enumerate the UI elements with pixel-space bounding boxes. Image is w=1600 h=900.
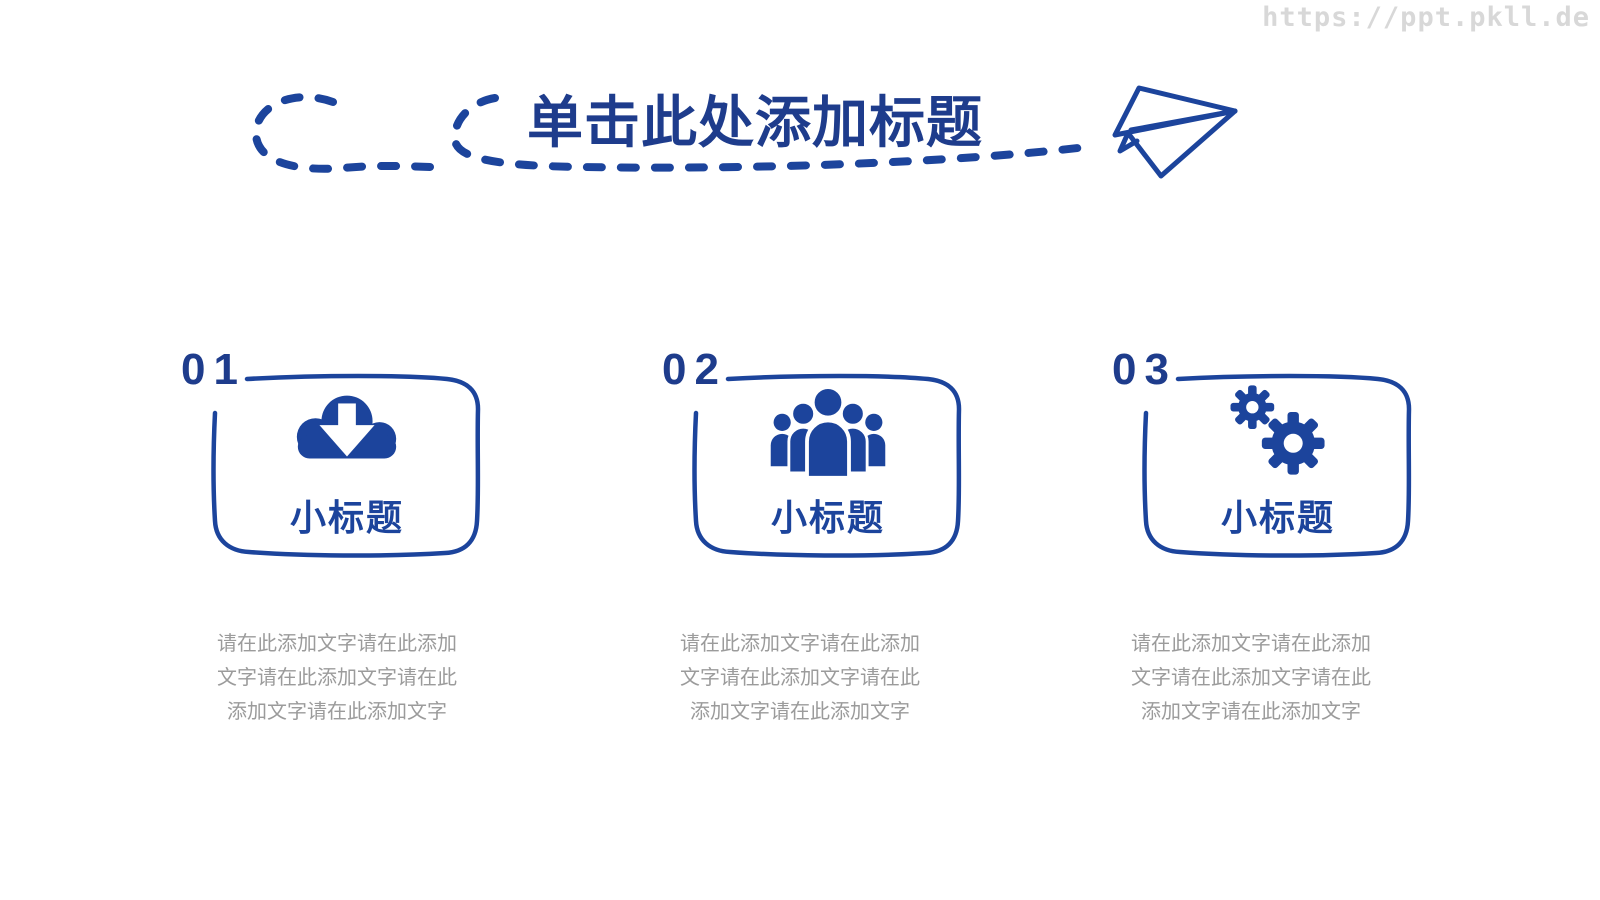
- body-line: 请在此添加文字请在此添加: [1131, 633, 1371, 655]
- card-body-text: 请在此添加文字请在此添加 文字请在此添加文字请在此 添加文字请在此添加文字: [172, 627, 502, 729]
- watermark: https://ppt.pkll.de: [1262, 2, 1590, 33]
- body-line: 添加文字请在此添加文字: [1141, 701, 1361, 723]
- card-03: 03: [1112, 345, 1418, 561]
- body-line: 请在此添加文字请在此添加: [680, 633, 920, 655]
- card-subtitle: 小标题: [770, 497, 885, 538]
- card-body-text: 请在此添加文字请在此添加 文字请在此添加文字请在此 添加文字请在此添加文字: [1086, 627, 1416, 729]
- body-line: 文字请在此添加文字请在此: [217, 667, 457, 689]
- cloud-download-icon: [207, 383, 487, 477]
- body-line: 添加文字请在此添加文字: [227, 701, 447, 723]
- card-frame: [692, 373, 962, 558]
- card-number: 01: [181, 345, 246, 394]
- dashed-swirl-decoration: [251, 93, 1082, 173]
- body-line: 添加文字请在此添加文字: [690, 701, 910, 723]
- card-frame: [211, 373, 481, 558]
- team-icon: [688, 383, 968, 479]
- card-subtitle: 小标题: [289, 497, 404, 538]
- paper-plane-icon: [1112, 85, 1238, 179]
- body-line: 请在此添加文字请在此添加: [217, 633, 457, 655]
- dashed-loop: [251, 93, 435, 173]
- card-number: 03: [1112, 345, 1177, 394]
- card-number: 02: [662, 345, 727, 394]
- dashed-swoosh: [450, 94, 1082, 172]
- body-line: 文字请在此添加文字请在此: [680, 667, 920, 689]
- card-02: 02: [662, 345, 968, 561]
- card-subtitle: 小标题: [1220, 497, 1335, 538]
- card-frame: [1142, 373, 1412, 558]
- body-line: 文字请在此添加文字请在此: [1131, 667, 1371, 689]
- card-01: 01 小标题: [181, 345, 487, 561]
- page-title: 单击此处添加标题: [527, 91, 983, 154]
- gears-icon: [1138, 383, 1418, 477]
- card-body-text: 请在此添加文字请在此添加 文字请在此添加文字请在此 添加文字请在此添加文字: [635, 627, 965, 729]
